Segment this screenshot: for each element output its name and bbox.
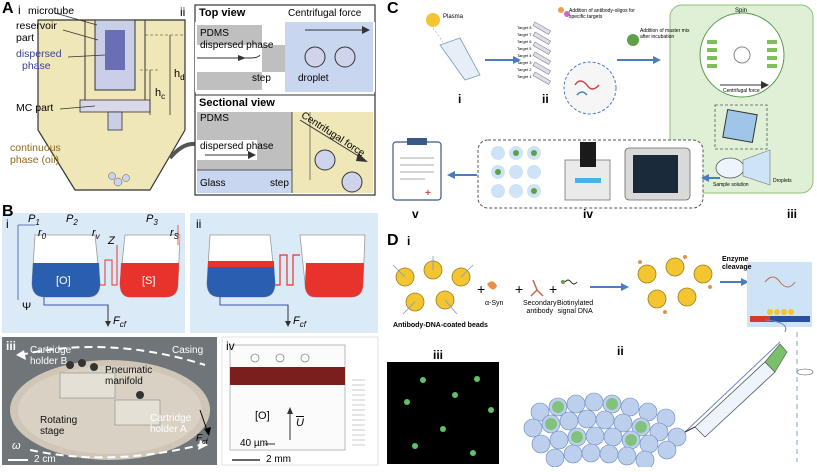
panel-b-diagram: [2, 213, 379, 466]
target-item: Target 3: [517, 60, 532, 65]
top-view-dispersed: dispersed phase: [200, 40, 274, 51]
top-view-droplet: droplet: [298, 73, 329, 84]
panel-c: + C Plasma Addition of antibody-oligos f…: [385, 0, 817, 225]
sectional-view-glass: Glass: [200, 178, 226, 189]
label-r0: r0: [38, 227, 47, 242]
master-mix-label: Addition of master mix after incubation: [640, 28, 690, 40]
panel-a-diagram: [37, 4, 376, 196]
label-p2: P2: [66, 213, 78, 228]
micro-o-label: [O]: [255, 410, 270, 422]
alpha-syn-label: α-Syn: [485, 300, 504, 307]
target-item: Target 1: [517, 74, 532, 79]
target-item: Target 8: [517, 25, 532, 30]
svg-text:+: +: [549, 281, 557, 297]
svg-text:+: +: [425, 188, 431, 199]
label-phase: phase: [22, 60, 51, 72]
target-item: Target 7: [517, 32, 532, 37]
label-microtube: microtube: [28, 5, 75, 17]
beads-label: Antibody-DNA-coated beads: [393, 322, 488, 329]
panel-b-sub-iv: iv: [226, 339, 235, 353]
photo-omega: ω: [12, 440, 21, 452]
label-p1: P1: [28, 213, 40, 228]
label-phase-oil: phase (oil): [10, 154, 60, 166]
panel-c-letter: C: [387, 0, 399, 17]
sample-solution-label: Sample solution: [713, 182, 749, 188]
panel-b-sub-ii: ii: [196, 217, 202, 231]
panel-d-diagram: + + +: [387, 255, 814, 470]
svg-text:+: +: [477, 281, 485, 297]
panel-d-sub-i: i: [407, 234, 411, 248]
micro-scale: 2 mm: [266, 454, 291, 465]
panel-a-sub-ii: ii: [180, 5, 186, 19]
panel-c-sub-iv: iv: [583, 207, 594, 221]
panel-a: A i microtube reservoir part dispersed p…: [0, 0, 380, 200]
panel-d-sub-ii: ii: [617, 344, 624, 358]
plasma-label: Plasma: [443, 14, 464, 20]
label-rv: rv: [92, 227, 100, 242]
panel-d-letter: D: [387, 232, 399, 249]
panel-b-sub-i: i: [6, 217, 9, 231]
label-continuous: continuous: [10, 142, 61, 154]
droplets-label: Droplets: [773, 178, 792, 184]
top-view-step: step: [252, 73, 271, 84]
sectional-view-title: Sectional view: [199, 97, 275, 109]
panel-c-sub-iii: iii: [787, 207, 798, 221]
svg-text:+: +: [515, 281, 523, 297]
label-psi: Ψ: [22, 301, 32, 313]
micro-u-label: U: [296, 417, 304, 429]
panel-d-sub-iii: iii: [433, 348, 444, 362]
panel-b-sub-iii: iii: [6, 339, 17, 353]
target-item: Target 4: [517, 53, 532, 58]
target-item: Target 6: [517, 39, 532, 44]
label-fcf-i: Fcf: [113, 315, 126, 330]
label-rs: rS: [170, 227, 180, 242]
label-z: Z: [108, 235, 115, 247]
panel-d: + + +: [385, 232, 817, 470]
label-s-chamber: [S]: [142, 275, 156, 287]
panel-c-sub-i: i: [458, 92, 462, 106]
label-hd: hd: [174, 68, 185, 83]
label-dispersed: dispersed: [16, 48, 62, 60]
target-list: Target 8 Target 7 Target 6 Target 5 Targ…: [517, 24, 531, 80]
target-item: Target 2: [517, 67, 532, 72]
antibody-oligos-label: Addition of antibody-oligos for specific…: [569, 8, 635, 20]
top-view-pdms: PDMS: [200, 28, 229, 39]
micro-scale-small: 40 µm: [240, 438, 268, 449]
photo-fcf: Fcf: [196, 433, 208, 446]
label-reservoir: reservoir: [16, 20, 57, 32]
photo-casing: Casing: [172, 345, 204, 356]
sectional-view-step: step: [270, 178, 289, 189]
panel-c-sub-ii: ii: [542, 92, 549, 106]
sectional-view-pdms: PDMS: [200, 113, 229, 124]
panel-b: B i ii P1 r0 P2 rv Z P3 rS [O] [S] Ψ Fcf…: [0, 203, 380, 467]
sectional-view-dispersed: dispersed phase: [200, 141, 274, 152]
centrifugal-label: Centrifugal force: [723, 88, 760, 94]
panel-c-diagram: +: [392, 4, 814, 209]
panel-c-sub-v: v: [412, 207, 419, 221]
panel-b-letter: B: [2, 203, 14, 220]
spin-label: Spin: [735, 8, 748, 14]
panel-a-letter: A: [2, 0, 14, 17]
panel-a-sub-i: i: [18, 3, 21, 17]
label-fcf-ii: Fcf: [293, 315, 306, 330]
label-p3: P3: [146, 213, 158, 228]
label-mc-part: MC part: [16, 102, 54, 114]
target-item: Target 5: [517, 46, 532, 51]
top-view-force: Centrifugal force: [288, 8, 362, 19]
label-o-chamber: [O]: [56, 275, 71, 287]
top-view-title: Top view: [199, 7, 246, 19]
label-hc: hc: [155, 87, 166, 102]
label-part: part: [16, 32, 35, 44]
photo-scale: 2 cm: [34, 454, 56, 465]
